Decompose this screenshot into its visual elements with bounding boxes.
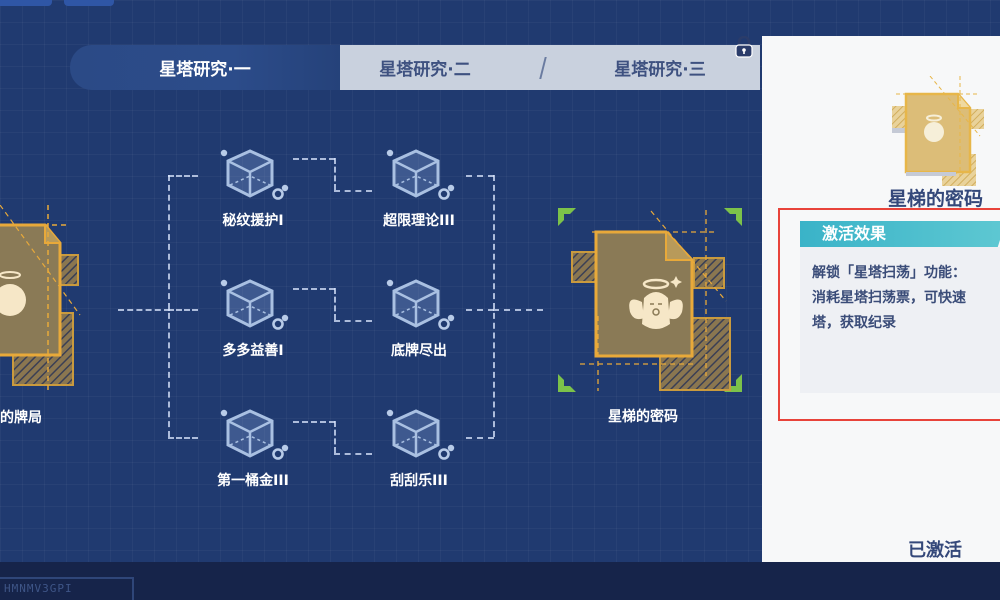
effect-line: 解锁「星塔扫荡」功能： [812, 265, 966, 281]
tabs-inactive-background [306, 45, 760, 90]
connector-line [168, 175, 198, 177]
cube-icon [220, 409, 289, 460]
activation-status: 已激活 [908, 540, 962, 561]
node-label: 底牌尽出 [391, 343, 447, 359]
node-label: 第一桶金III [217, 473, 289, 489]
cube-icon [386, 279, 455, 330]
connector-line [334, 190, 372, 192]
connector-line [168, 309, 198, 311]
blueprint-card-icon [892, 76, 984, 186]
selected-blueprint-node[interactable]: 星梯的密码 [556, 206, 746, 426]
tab-research-3[interactable]: 星塔研究·三 [555, 45, 765, 90]
node-label: 的牌局 [0, 410, 42, 426]
left-blueprint-node[interactable]: 的牌局 [0, 204, 90, 426]
node-label: 星梯的密码 [608, 409, 678, 425]
node-label: 刮刮乐III [390, 473, 448, 489]
effect-header: 激活效果 [800, 221, 1000, 247]
connector-line [293, 288, 335, 290]
bottom-decoration: HMNMV3GPI [0, 577, 134, 600]
connector-line [293, 421, 335, 423]
tab-label: 星塔研究·一 [159, 60, 251, 80]
blueprint-card-icon [0, 204, 81, 390]
research-node[interactable]: 第一桶金III [198, 408, 308, 498]
research-node[interactable]: 底牌尽出 [364, 278, 474, 368]
connector-line [334, 421, 336, 453]
connector-line [466, 309, 494, 311]
blueprint-card-icon [558, 208, 742, 392]
research-node[interactable]: 刮刮乐III [364, 408, 474, 498]
top-left-button-2[interactable] [64, 0, 114, 6]
connector-line [334, 320, 372, 322]
connector-line [334, 158, 336, 190]
effect-description: 解锁「星塔扫荡」功能： 消耗星塔扫荡票，可快速塔，获取纪录 [800, 247, 1000, 393]
node-label: 超限理论III [383, 213, 455, 229]
connector-line [334, 453, 372, 455]
connector-line [168, 175, 170, 437]
effect-line: 消耗星塔扫荡票，可快速 [812, 290, 966, 306]
detail-title: 星梯的密码 [888, 188, 984, 210]
node-label: 多多益善I [222, 343, 284, 359]
connector-line [493, 175, 495, 437]
connector-line [118, 309, 170, 311]
detail-panel: 星梯的密码 激活效果 解锁「星塔扫荡」功能：消耗星塔扫荡票，可快速塔，获取纪录 … [762, 36, 1000, 594]
tab-label: 星塔研究·三 [614, 60, 706, 80]
cube-icon [386, 409, 455, 460]
connector-line [168, 437, 198, 439]
bottom-bar [0, 562, 1000, 600]
cube-icon [220, 149, 289, 200]
connector-line [466, 437, 494, 439]
research-node[interactable]: 多多益善I [198, 278, 308, 368]
lock-icon [735, 36, 753, 58]
cube-icon [386, 149, 455, 200]
research-node[interactable]: 超限理论III [364, 148, 474, 238]
tab-research-2[interactable]: 星塔研究·二 [320, 45, 530, 90]
tab-label: 星塔研究·二 [379, 60, 471, 80]
node-label: 秘纹援护I [222, 213, 284, 229]
connector-line [466, 175, 494, 177]
connector-line [334, 288, 336, 320]
connector-line [493, 309, 543, 311]
research-node[interactable]: 秘纹援护I [198, 148, 308, 238]
effect-line: 塔，获取纪录 [812, 315, 896, 331]
tab-research-1[interactable]: 星塔研究·一 [70, 45, 340, 90]
effect-section: 激活效果 解锁「星塔扫荡」功能： 消耗星塔扫荡票，可快速塔，获取纪录 [778, 208, 1000, 421]
top-left-button[interactable] [0, 0, 52, 6]
connector-line [293, 158, 335, 160]
cube-icon [220, 279, 289, 330]
research-tabs: 星塔研究·一 星塔研究·二 星塔研究·三 [70, 45, 760, 90]
